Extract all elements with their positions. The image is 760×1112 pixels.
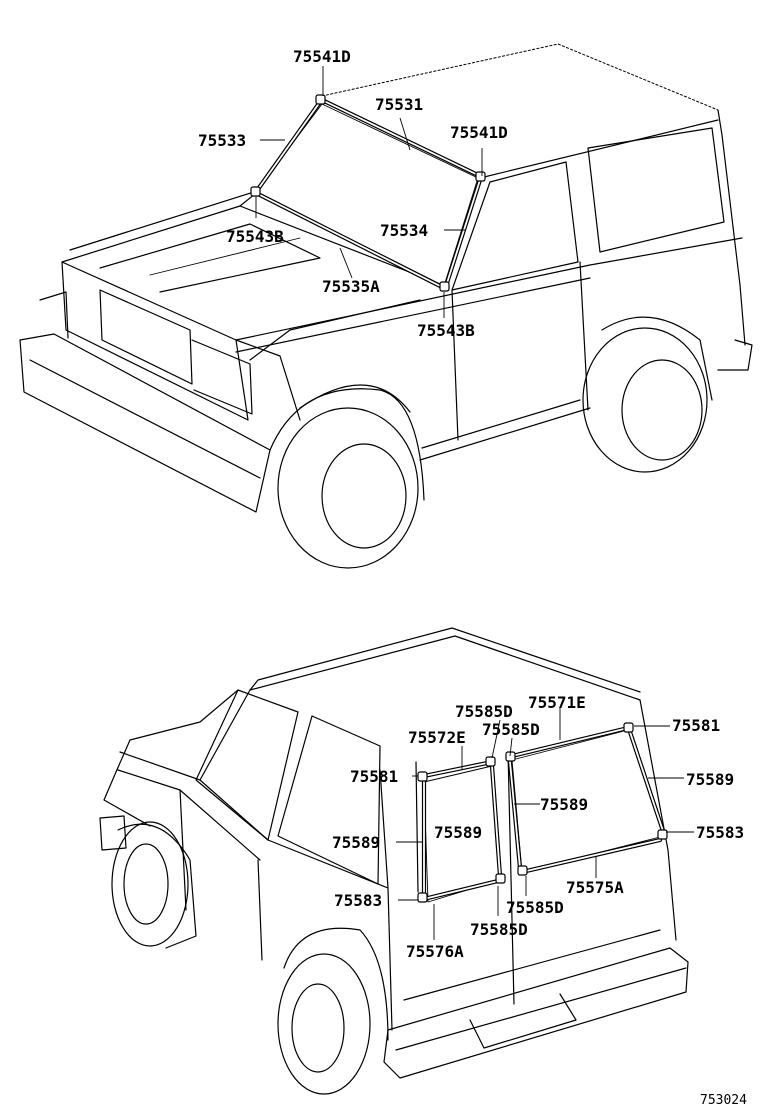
label-75576a: 75576A bbox=[406, 942, 464, 961]
label-75572e: 75572E bbox=[408, 728, 466, 747]
label-75571e: 75571E bbox=[528, 693, 586, 712]
label-75541d-right: 75541D bbox=[450, 123, 508, 142]
clip-75585d-c bbox=[517, 865, 528, 876]
label-75589-left: 75589 bbox=[332, 833, 380, 852]
label-75589-right: 75589 bbox=[686, 770, 734, 789]
reference-code: 753024 bbox=[700, 1093, 747, 1108]
label-75589-mid: 75589 bbox=[540, 795, 588, 814]
clip-75541d-top bbox=[315, 94, 326, 105]
clip-75581-left bbox=[417, 771, 428, 782]
label-75583-left: 75583 bbox=[334, 891, 382, 910]
label-75533: 75533 bbox=[198, 131, 246, 150]
label-75575a: 75575A bbox=[566, 878, 624, 897]
label-75581-left: 75581 bbox=[350, 767, 398, 786]
front-leader-lines bbox=[255, 66, 483, 318]
clip-75543b-left bbox=[250, 186, 261, 197]
rear-part-labels: 75585D 75571E 75585D 75572E 75581 75581 … bbox=[332, 693, 744, 961]
front-part-labels: 75541D 75531 75533 75541D 75534 75543B 7… bbox=[198, 47, 508, 340]
clip-75541d-right bbox=[475, 171, 486, 182]
label-75589-inner: 75589 bbox=[434, 823, 482, 842]
clip-75585d-d bbox=[495, 873, 506, 884]
rear-window-moldings bbox=[417, 722, 668, 903]
clip-75543b-right bbox=[439, 281, 450, 292]
clip-75583-right bbox=[657, 829, 668, 840]
clip-75583-left bbox=[417, 892, 428, 903]
clip-75581-right bbox=[623, 722, 634, 733]
rear-vehicle-illustration bbox=[99, 627, 689, 1095]
label-75534: 75534 bbox=[380, 221, 428, 240]
label-75535a: 75535A bbox=[322, 277, 380, 296]
label-75585d-d: 75585D bbox=[470, 920, 528, 939]
label-75585d-b: 75585D bbox=[482, 720, 540, 739]
label-75585d-c: 75585D bbox=[506, 898, 564, 917]
label-75583-right: 75583 bbox=[696, 823, 744, 842]
windshield-moldings bbox=[250, 94, 486, 292]
clip-75585d-a bbox=[485, 756, 496, 767]
front-vehicle-illustration bbox=[19, 43, 753, 569]
label-75543b-right: 75543B bbox=[417, 321, 475, 340]
label-75543b-left: 75543B bbox=[226, 227, 284, 246]
label-75581-right: 75581 bbox=[672, 716, 720, 735]
label-75541d-top: 75541D bbox=[293, 47, 351, 66]
rear-leader-lines bbox=[396, 708, 694, 940]
label-75531: 75531 bbox=[375, 95, 423, 114]
label-75585d-a: 75585D bbox=[455, 702, 513, 721]
